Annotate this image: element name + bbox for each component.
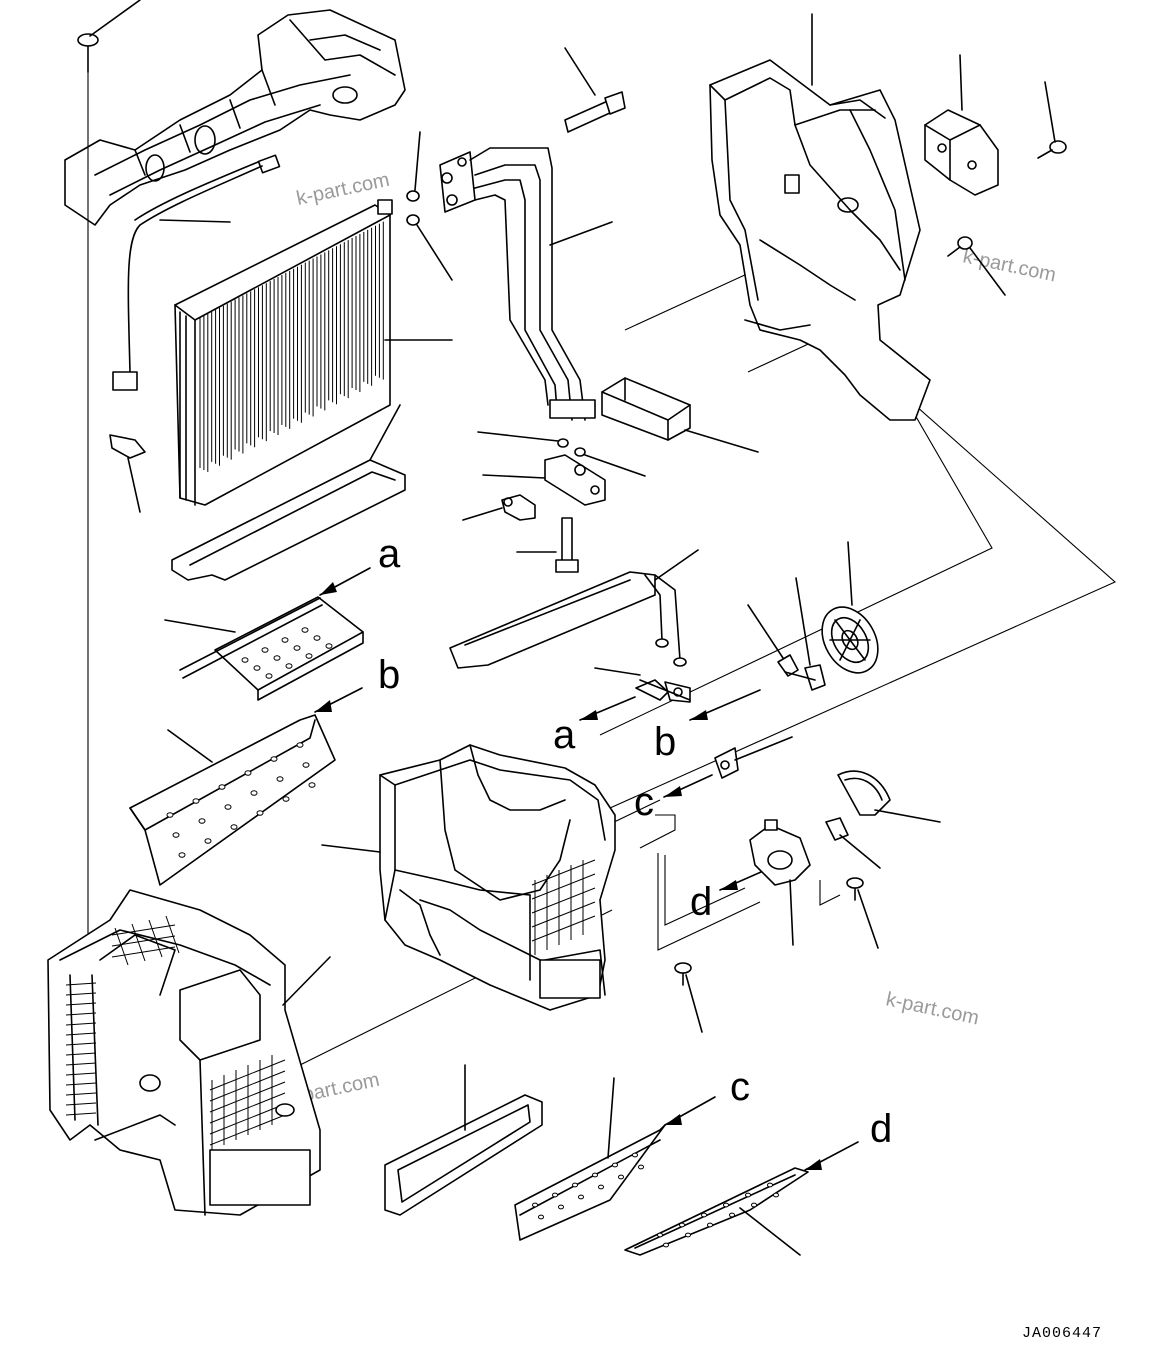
- damper-actuator: [749, 819, 811, 946]
- foam-block: [601, 377, 759, 453]
- blower-side-grille: [65, 982, 97, 1116]
- screw-top-right: [1037, 81, 1067, 159]
- blower-front-grille: [209, 1055, 286, 1150]
- filter-c: [514, 1077, 716, 1241]
- upper-right-housing: [709, 13, 931, 421]
- drawing-code: JA006447: [1022, 1325, 1102, 1342]
- housing-grille: [531, 859, 596, 955]
- screw-right-housing: [947, 236, 1006, 296]
- evaporator-fins: [199, 221, 384, 472]
- pipe-clamp: [462, 494, 536, 521]
- actuator-connector: [825, 817, 881, 869]
- temperature-sensor-wire: [112, 154, 281, 391]
- filter-d: [624, 1141, 859, 1256]
- screw-lower-middle: [674, 962, 703, 1033]
- filter-d-holes: [657, 1182, 779, 1248]
- callout-label-c-2: c: [730, 1065, 750, 1109]
- evaporator-seal: [171, 404, 406, 581]
- damper-gear: [821, 541, 879, 674]
- callout-label-d-2: d: [870, 1107, 892, 1151]
- callout-label-c-1: c: [634, 780, 654, 824]
- callout-label-a-1: a: [378, 532, 401, 576]
- assembly-boundary-lines: [289, 267, 1117, 1071]
- o-rings-upper: [406, 131, 453, 281]
- watermark-3: k-part.com: [884, 988, 981, 1029]
- callout-label-d-1: d: [690, 880, 712, 924]
- mode-actuator: [924, 54, 999, 196]
- filter-c-holes: [532, 1152, 644, 1220]
- filter-b: [129, 687, 363, 886]
- filter-a-holes: [241, 627, 333, 679]
- watermark-1: k-part.com: [294, 169, 391, 210]
- link-lever-a: [594, 667, 691, 703]
- filter-a: [164, 567, 371, 701]
- heater-core: [449, 549, 699, 669]
- damper-segment: [837, 770, 941, 823]
- bolt-middle: [516, 517, 579, 573]
- upper-duct-case: [64, 9, 406, 226]
- blower-housing: [47, 889, 331, 1216]
- expansion-valve: [482, 454, 606, 506]
- main-housing: [321, 744, 616, 1011]
- evaporator-core: [174, 199, 453, 506]
- screw-top-left: [77, 0, 141, 73]
- filter-b-holes: [166, 742, 316, 858]
- bolt-top: [564, 47, 626, 133]
- link-lever-c: [714, 736, 793, 779]
- callout-label-a-2: a: [553, 713, 576, 757]
- o-rings-middle: [477, 431, 646, 477]
- callout-label-b-2: b: [654, 720, 676, 764]
- refrigerant-pipe: [439, 147, 613, 421]
- screw-right: [846, 877, 879, 949]
- watermark-2: k-part.com: [961, 245, 1058, 286]
- seal-ring: [384, 1064, 543, 1216]
- link-lever-b: [747, 577, 826, 691]
- sensor-clip: [109, 434, 146, 513]
- blower-top-grid: [111, 915, 180, 966]
- callout-label-b-1: b: [378, 653, 400, 697]
- callout-arrows: [579, 689, 771, 891]
